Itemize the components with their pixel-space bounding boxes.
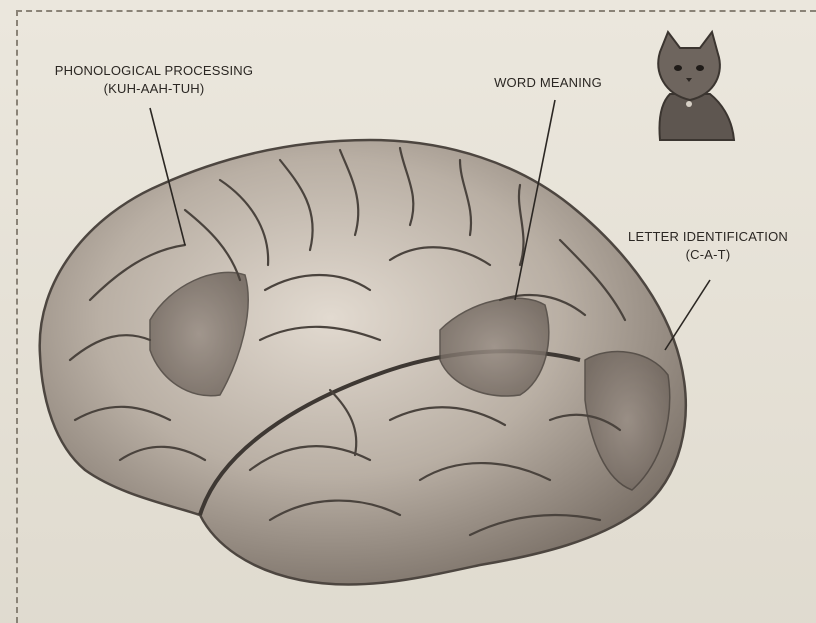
label-phonological-line1: PHONOLOGICAL PROCESSING <box>34 62 274 80</box>
label-phonological-processing: PHONOLOGICAL PROCESSING (KUH-AAH-TUH) <box>34 62 274 97</box>
label-word-meaning-line1: WORD MEANING <box>478 74 618 92</box>
label-letter-identification: LETTER IDENTIFICATION (C-A-T) <box>608 228 808 263</box>
cat-icon <box>640 22 740 142</box>
leader-line-letter <box>665 280 710 350</box>
label-phonological-line2: (KUH-AAH-TUH) <box>34 80 274 98</box>
label-word-meaning: WORD MEANING <box>478 74 618 92</box>
label-letter-line1: LETTER IDENTIFICATION <box>608 228 808 246</box>
label-letter-line2: (C-A-T) <box>608 246 808 264</box>
